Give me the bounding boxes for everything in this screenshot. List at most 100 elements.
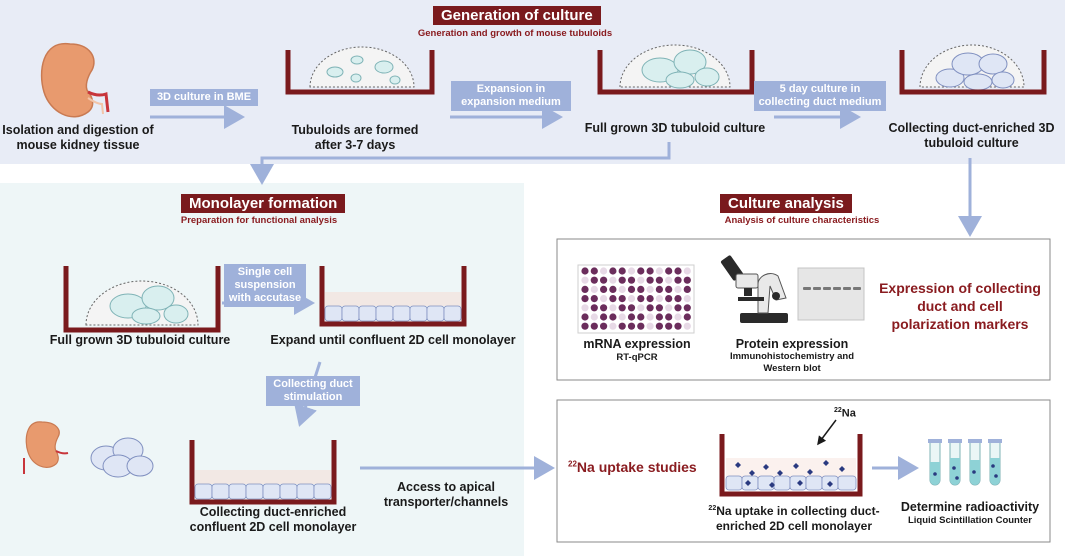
fullgrown-caption: Full grown 3D tubuloid culture [584, 121, 766, 135]
step-collecting-duct-label: 5 day culture in collecting duct medium [754, 81, 886, 111]
mrna-title: mRNA expression [583, 337, 691, 351]
plate-well [683, 322, 691, 330]
plate-well [637, 285, 645, 293]
plate-well [618, 322, 626, 330]
na-arrow [817, 419, 837, 446]
kidney-caption: Isolation and digestion of mouse kidney … [2, 123, 154, 152]
microscope-icon [720, 255, 788, 323]
step-expansion-label: Expansion in expansion medium [451, 81, 571, 111]
dish-monolayer-2d-icon [319, 266, 467, 327]
plate-well [581, 276, 589, 284]
plate-well [618, 285, 626, 293]
plate-well [600, 276, 608, 284]
plate-well [655, 313, 664, 321]
plate-well [627, 285, 636, 293]
plate-well [627, 322, 636, 330]
monolayer-fullgrown-caption: Full grown 3D tubuloid culture [49, 333, 231, 347]
cell-cluster-icon [90, 437, 154, 478]
plate-well [581, 295, 589, 303]
plate-well [581, 313, 589, 321]
analysis-title: Culture analysis [720, 194, 852, 213]
plate-well [590, 322, 598, 330]
dish-tubuloids-icon [285, 46, 435, 95]
plate-well [627, 276, 636, 284]
plate-well [581, 267, 589, 275]
plate-well [665, 304, 673, 312]
plate-well [655, 295, 664, 303]
plate-well [655, 276, 664, 284]
plate-well [637, 313, 645, 321]
arrow-to-monolayer [250, 142, 671, 185]
generation-title: Generation of culture [433, 6, 601, 25]
plate-well [609, 295, 617, 303]
plate-well [665, 267, 673, 275]
dish-enriched-2d-icon [189, 440, 337, 505]
plate-well [683, 285, 691, 293]
plate-well [674, 276, 682, 284]
plate-well [665, 276, 673, 284]
plate-well [637, 276, 645, 284]
test-tubes-icon [928, 439, 1002, 486]
plate-well [600, 304, 608, 312]
plate-well [618, 304, 626, 312]
plate-well [637, 295, 645, 303]
na-label: 22Na [834, 407, 856, 420]
plate-well [655, 304, 664, 312]
plate-well [581, 285, 589, 293]
generation-subtitle: Generation and growth of mouse tubuloids [417, 28, 613, 39]
plate-well [665, 295, 673, 303]
plate-well [590, 313, 598, 321]
dish-monolayer-3d-icon [63, 266, 221, 333]
plate-well [600, 285, 608, 293]
plate-well [627, 267, 636, 275]
plate-well [609, 285, 617, 293]
plate-well [674, 267, 682, 275]
plate-well [618, 295, 626, 303]
plate-well [683, 313, 691, 321]
plate-well [618, 276, 626, 284]
na-uptake-title: 22Na uptake studies [568, 459, 698, 475]
na-caption-superscript: 22 [708, 505, 717, 512]
enriched-caption: Collecting duct-enriched 3D tubuloid cul… [888, 121, 1055, 150]
plate-well [683, 267, 691, 275]
single-cell-label: Single cell suspension with accutase [224, 264, 306, 307]
qpcr-plate-icon [577, 264, 695, 334]
plate-well [590, 304, 598, 312]
na-caption-text: Na uptake in collecting duct-enriched 2D… [715, 504, 880, 533]
dish-fullgrown-icon [597, 44, 755, 95]
tubuloids-caption: Tubuloids are formed after 3-7 days [291, 123, 419, 152]
plate-well [600, 322, 608, 330]
na-uptake-title-text: Na uptake studies [576, 459, 697, 475]
plate-well [609, 276, 617, 284]
na-label-superscript: 22 [834, 407, 842, 414]
stimulation-label: Collecting duct stimulation [266, 376, 360, 406]
na-label-text: Na [841, 407, 856, 420]
plate-well [637, 322, 645, 330]
plate-well [609, 322, 617, 330]
access-label: Access to apical transporter/channels [383, 480, 509, 509]
radioactivity-title: Determine radioactivity [900, 500, 1040, 514]
kidney-icon [40, 43, 110, 118]
plate-well [637, 267, 645, 275]
plate-well [655, 322, 664, 330]
monolayer-title: Monolayer formation [181, 194, 346, 213]
expand-caption: Expand until confluent 2D cell monolayer [270, 333, 516, 347]
protein-subtitle: Immunohistochemistry and Western blot [729, 351, 855, 374]
analysis-subtitle: Analysis of culture characteristics [724, 215, 880, 226]
plate-well [674, 285, 682, 293]
plate-well [646, 276, 654, 284]
plate-well [646, 313, 654, 321]
na-uptake-caption: 22Na uptake in collecting duct-enriched … [694, 501, 894, 534]
plate-well [600, 313, 608, 321]
plate-well [627, 313, 636, 321]
plate-well [674, 295, 682, 303]
plate-well [665, 285, 673, 293]
plate-well [646, 267, 654, 275]
plate-well [590, 285, 598, 293]
plate-well [665, 322, 673, 330]
plate-well [674, 322, 682, 330]
plate-well [609, 304, 617, 312]
plate-well [646, 304, 654, 312]
plate-well [581, 304, 589, 312]
